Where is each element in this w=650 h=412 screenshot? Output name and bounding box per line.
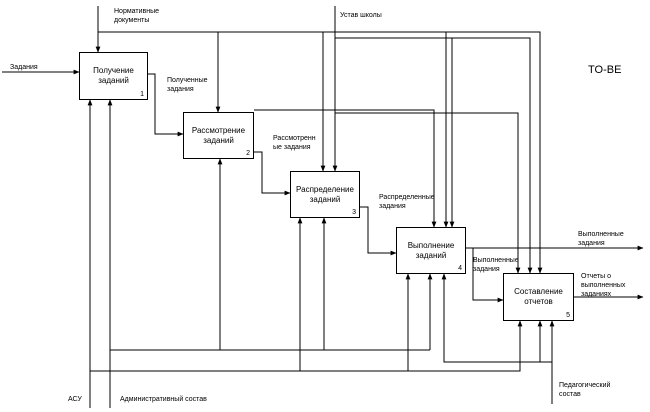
box-execute-tasks[interactable]: Выполнение заданий 4 xyxy=(396,227,466,274)
arrow-received xyxy=(148,73,184,137)
label-reports-output: Отчеты о выполненных заданиях xyxy=(581,273,626,298)
box-number: 5 xyxy=(566,312,570,319)
box-number: 3 xyxy=(352,209,356,216)
box-distribute-tasks[interactable]: Распределение заданий 3 xyxy=(290,171,360,218)
arrow-acu-to-b5 xyxy=(407,320,523,372)
label-teaching-staff: Педагогический состав xyxy=(559,382,611,398)
arrow-ctrl-to-b4a xyxy=(254,109,437,228)
box-title: Распределение заданий xyxy=(296,184,354,204)
arrow-distributed xyxy=(360,206,397,256)
box-title: Выполнение заданий xyxy=(407,240,455,260)
arrow-teachers-to-b4 xyxy=(441,273,552,363)
label-considered-tasks: Рассмотренн ые задания xyxy=(273,135,316,151)
box-title: Рассмотрение заданий xyxy=(191,125,246,145)
arrow-norm-docs-5 xyxy=(446,31,543,274)
box-title: Получение заданий xyxy=(93,66,134,85)
arrow-considered xyxy=(254,151,291,196)
label-completed-tasks-internal: Выполненные задания xyxy=(473,257,519,273)
arrow-ctrl-to-b5a xyxy=(335,112,521,274)
box-number: 2 xyxy=(246,150,250,157)
label-school-charter: Устав школы xyxy=(340,12,382,19)
node-title: TO-BE xyxy=(588,64,622,76)
box-number: 4 xyxy=(458,265,462,272)
label-input-tasks: Задания xyxy=(10,64,38,71)
box-receive-tasks[interactable]: Получение заданий 1 xyxy=(79,52,148,100)
box-title: Составление отчетов xyxy=(514,287,563,306)
arrow-charter-3 xyxy=(452,37,533,274)
box-compose-reports[interactable]: Составление отчетов 5 xyxy=(503,273,574,321)
label-normative-docs: Нормативные документы xyxy=(114,8,160,24)
box-number: 1 xyxy=(140,91,144,98)
label-acu: АСУ xyxy=(68,396,82,403)
label-distributed-tasks: Распределенные задания xyxy=(379,194,435,210)
box-consider-tasks[interactable]: Рассмотрение заданий 2 xyxy=(183,112,254,159)
label-admin-staff: Административный состав xyxy=(120,396,207,403)
label-received-tasks: Полученные задания xyxy=(167,77,208,93)
label-completed-tasks-output: Выполненные задания xyxy=(578,231,624,247)
